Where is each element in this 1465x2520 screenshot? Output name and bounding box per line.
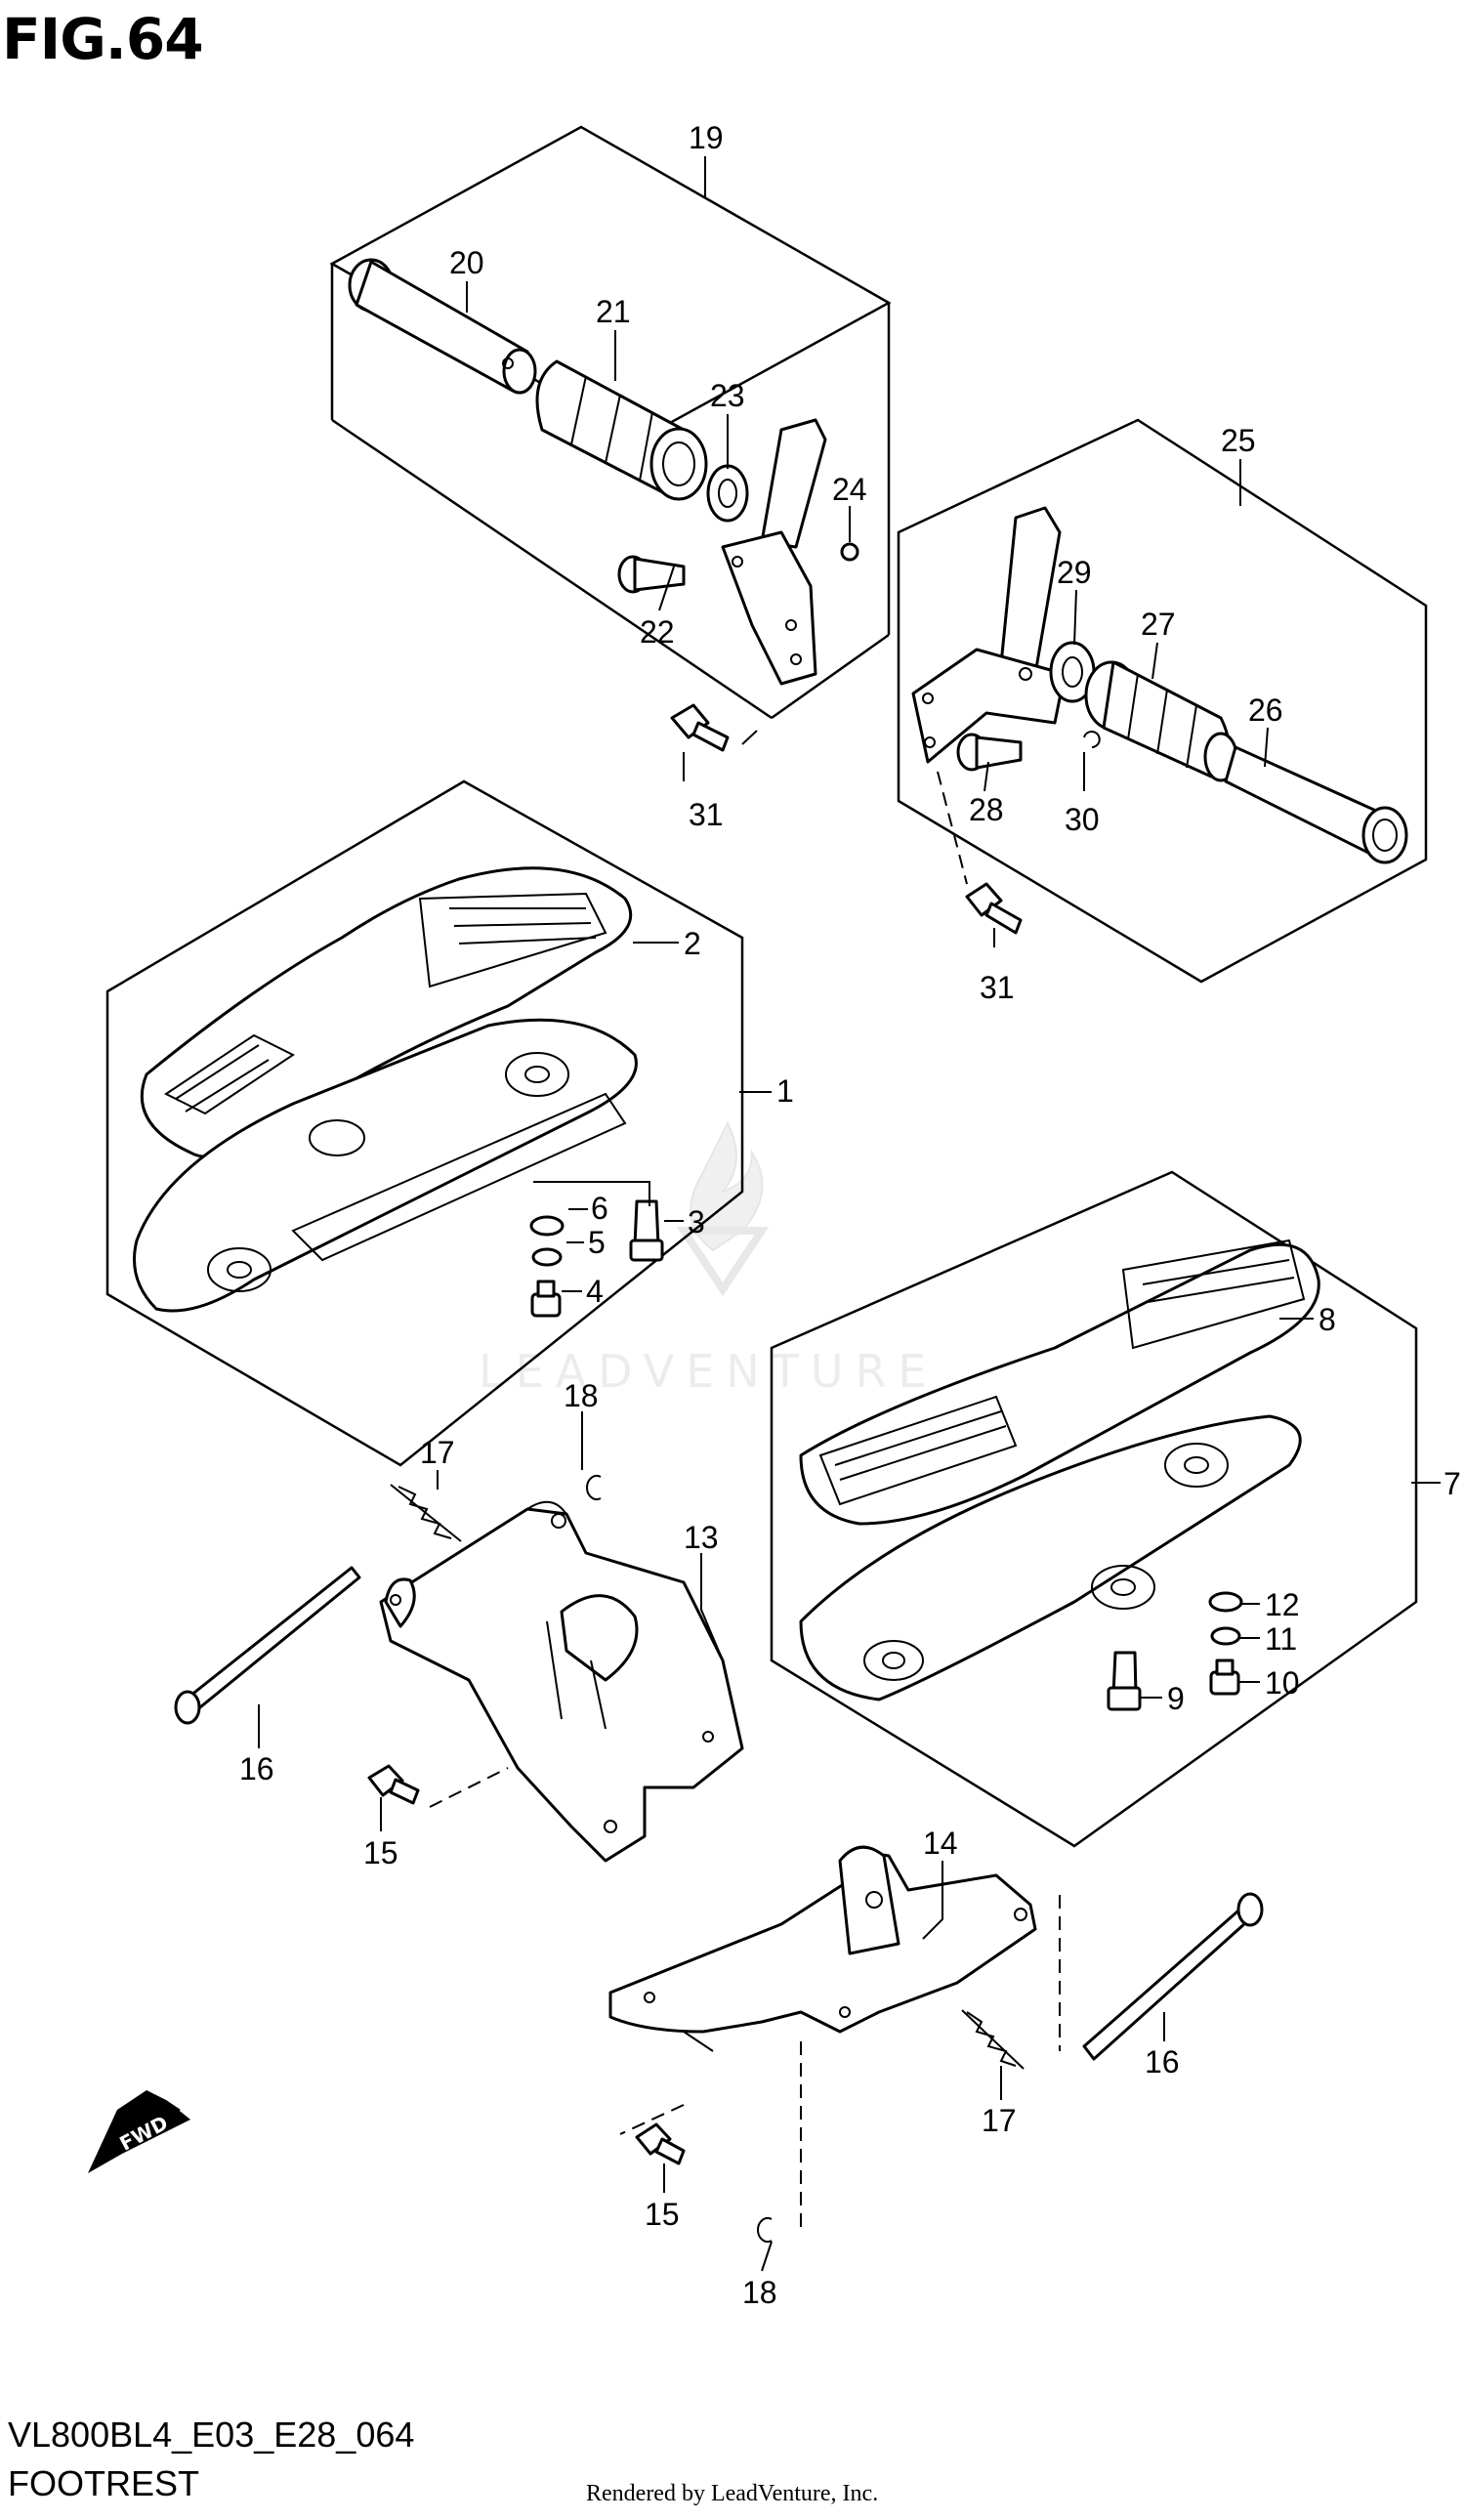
part-26-pin [1224,745,1408,864]
callout-22: 22 [640,614,675,650]
part-11-washer [1210,1626,1241,1646]
callout-9: 9 [1167,1681,1185,1716]
callout-14: 14 [923,1826,958,1861]
part-10-bolt [1209,1659,1240,1696]
part-3-stud [629,1199,664,1262]
part-27-roller [1084,660,1238,782]
assembly-25-box [897,418,1428,984]
part-17a-spring [390,1484,462,1542]
callout-5: 5 [588,1225,606,1260]
part-25-bracket [911,506,1067,764]
callout-10: 10 [1265,1665,1300,1701]
callout-12: 12 [1265,1587,1300,1622]
part-9-stud [1107,1651,1142,1711]
callout-26: 26 [1248,693,1283,728]
callout-2: 2 [684,926,701,961]
fwd-arrow-icon: FWD [88,2090,190,2173]
figure-title: FIG.64 [2,6,204,72]
callout-21: 21 [596,294,631,329]
callout-16a: 16 [239,1751,274,1786]
diagram-name: FOOTREST [8,2463,199,2503]
render-credit: Rendered by LeadVenture, Inc. [586,2481,879,2506]
part-18b-clip [757,2217,773,2243]
part-7-floorboard [799,1414,1302,1701]
callout-29: 29 [1057,555,1092,590]
part-21-roller [535,359,708,501]
part-22-pin [617,555,686,594]
leader-lines [258,156,1441,2272]
watermark-text: LEADVENTURE [479,1345,939,1398]
callout-15a: 15 [363,1835,398,1870]
part-31b-bolt [965,882,1023,935]
assembly-19-box [329,125,892,720]
part-5-washer [531,1247,563,1267]
part-20-pin [348,258,537,395]
callout-labels: 19 20 21 23 24 22 31 25 29 27 26 28 30 3… [239,120,1461,2310]
part-18a-clip [586,1475,602,1500]
callout-31a: 31 [689,797,724,832]
watermark: LEADVENTURE [479,1120,939,1398]
part-1-floorboard [133,1018,638,1313]
callout-11: 11 [1265,1621,1297,1657]
part-28-pin [956,733,1023,772]
callout-13: 13 [684,1520,719,1555]
callout-24: 24 [832,472,867,507]
part-6-washer [529,1215,565,1237]
part-16a-bolt [174,1566,361,1725]
part-16b-bolt [1082,1892,1264,2061]
part-15a-bolt [367,1764,420,1805]
part-15b-bolt [635,2122,686,2165]
callout-27: 27 [1141,607,1176,642]
callout-28: 28 [969,792,1004,827]
callout-17a: 17 [420,1435,455,1470]
callout-3: 3 [688,1204,705,1239]
part-19-bracket [721,418,827,686]
callout-8: 8 [1318,1302,1336,1337]
callout-25: 25 [1221,423,1256,458]
callout-1: 1 [776,1073,794,1109]
assembly-7-box [770,1170,1418,1848]
callout-16b: 16 [1145,2044,1180,2079]
callout-4: 4 [586,1274,604,1309]
callout-31b: 31 [980,970,1015,1005]
part-14-bracket [608,1845,1037,2052]
part-8-mat [799,1239,1320,1526]
part-4-bolt [530,1280,562,1318]
part-17b-spring [961,2009,1025,2070]
part-30-clip [1083,731,1101,748]
part-13-bracket [379,1500,744,1863]
callout-19: 19 [689,120,724,155]
part-31a-bolt [670,703,730,752]
callout-7: 7 [1444,1466,1461,1501]
callout-20: 20 [449,245,484,280]
model-code: VL800BL4_E03_E28_064 [8,2415,415,2455]
callout-30: 30 [1065,802,1100,837]
callout-15b: 15 [645,2197,680,2232]
part-23-washer [706,464,749,523]
callout-23: 23 [710,378,745,413]
callout-18b: 18 [742,2275,777,2310]
callout-18a: 18 [564,1378,599,1413]
part-24-clip [840,542,859,562]
callout-6: 6 [591,1191,608,1226]
assembly-1-box [105,779,744,1467]
part-12-washer [1208,1591,1243,1613]
callout-17b: 17 [982,2103,1017,2138]
